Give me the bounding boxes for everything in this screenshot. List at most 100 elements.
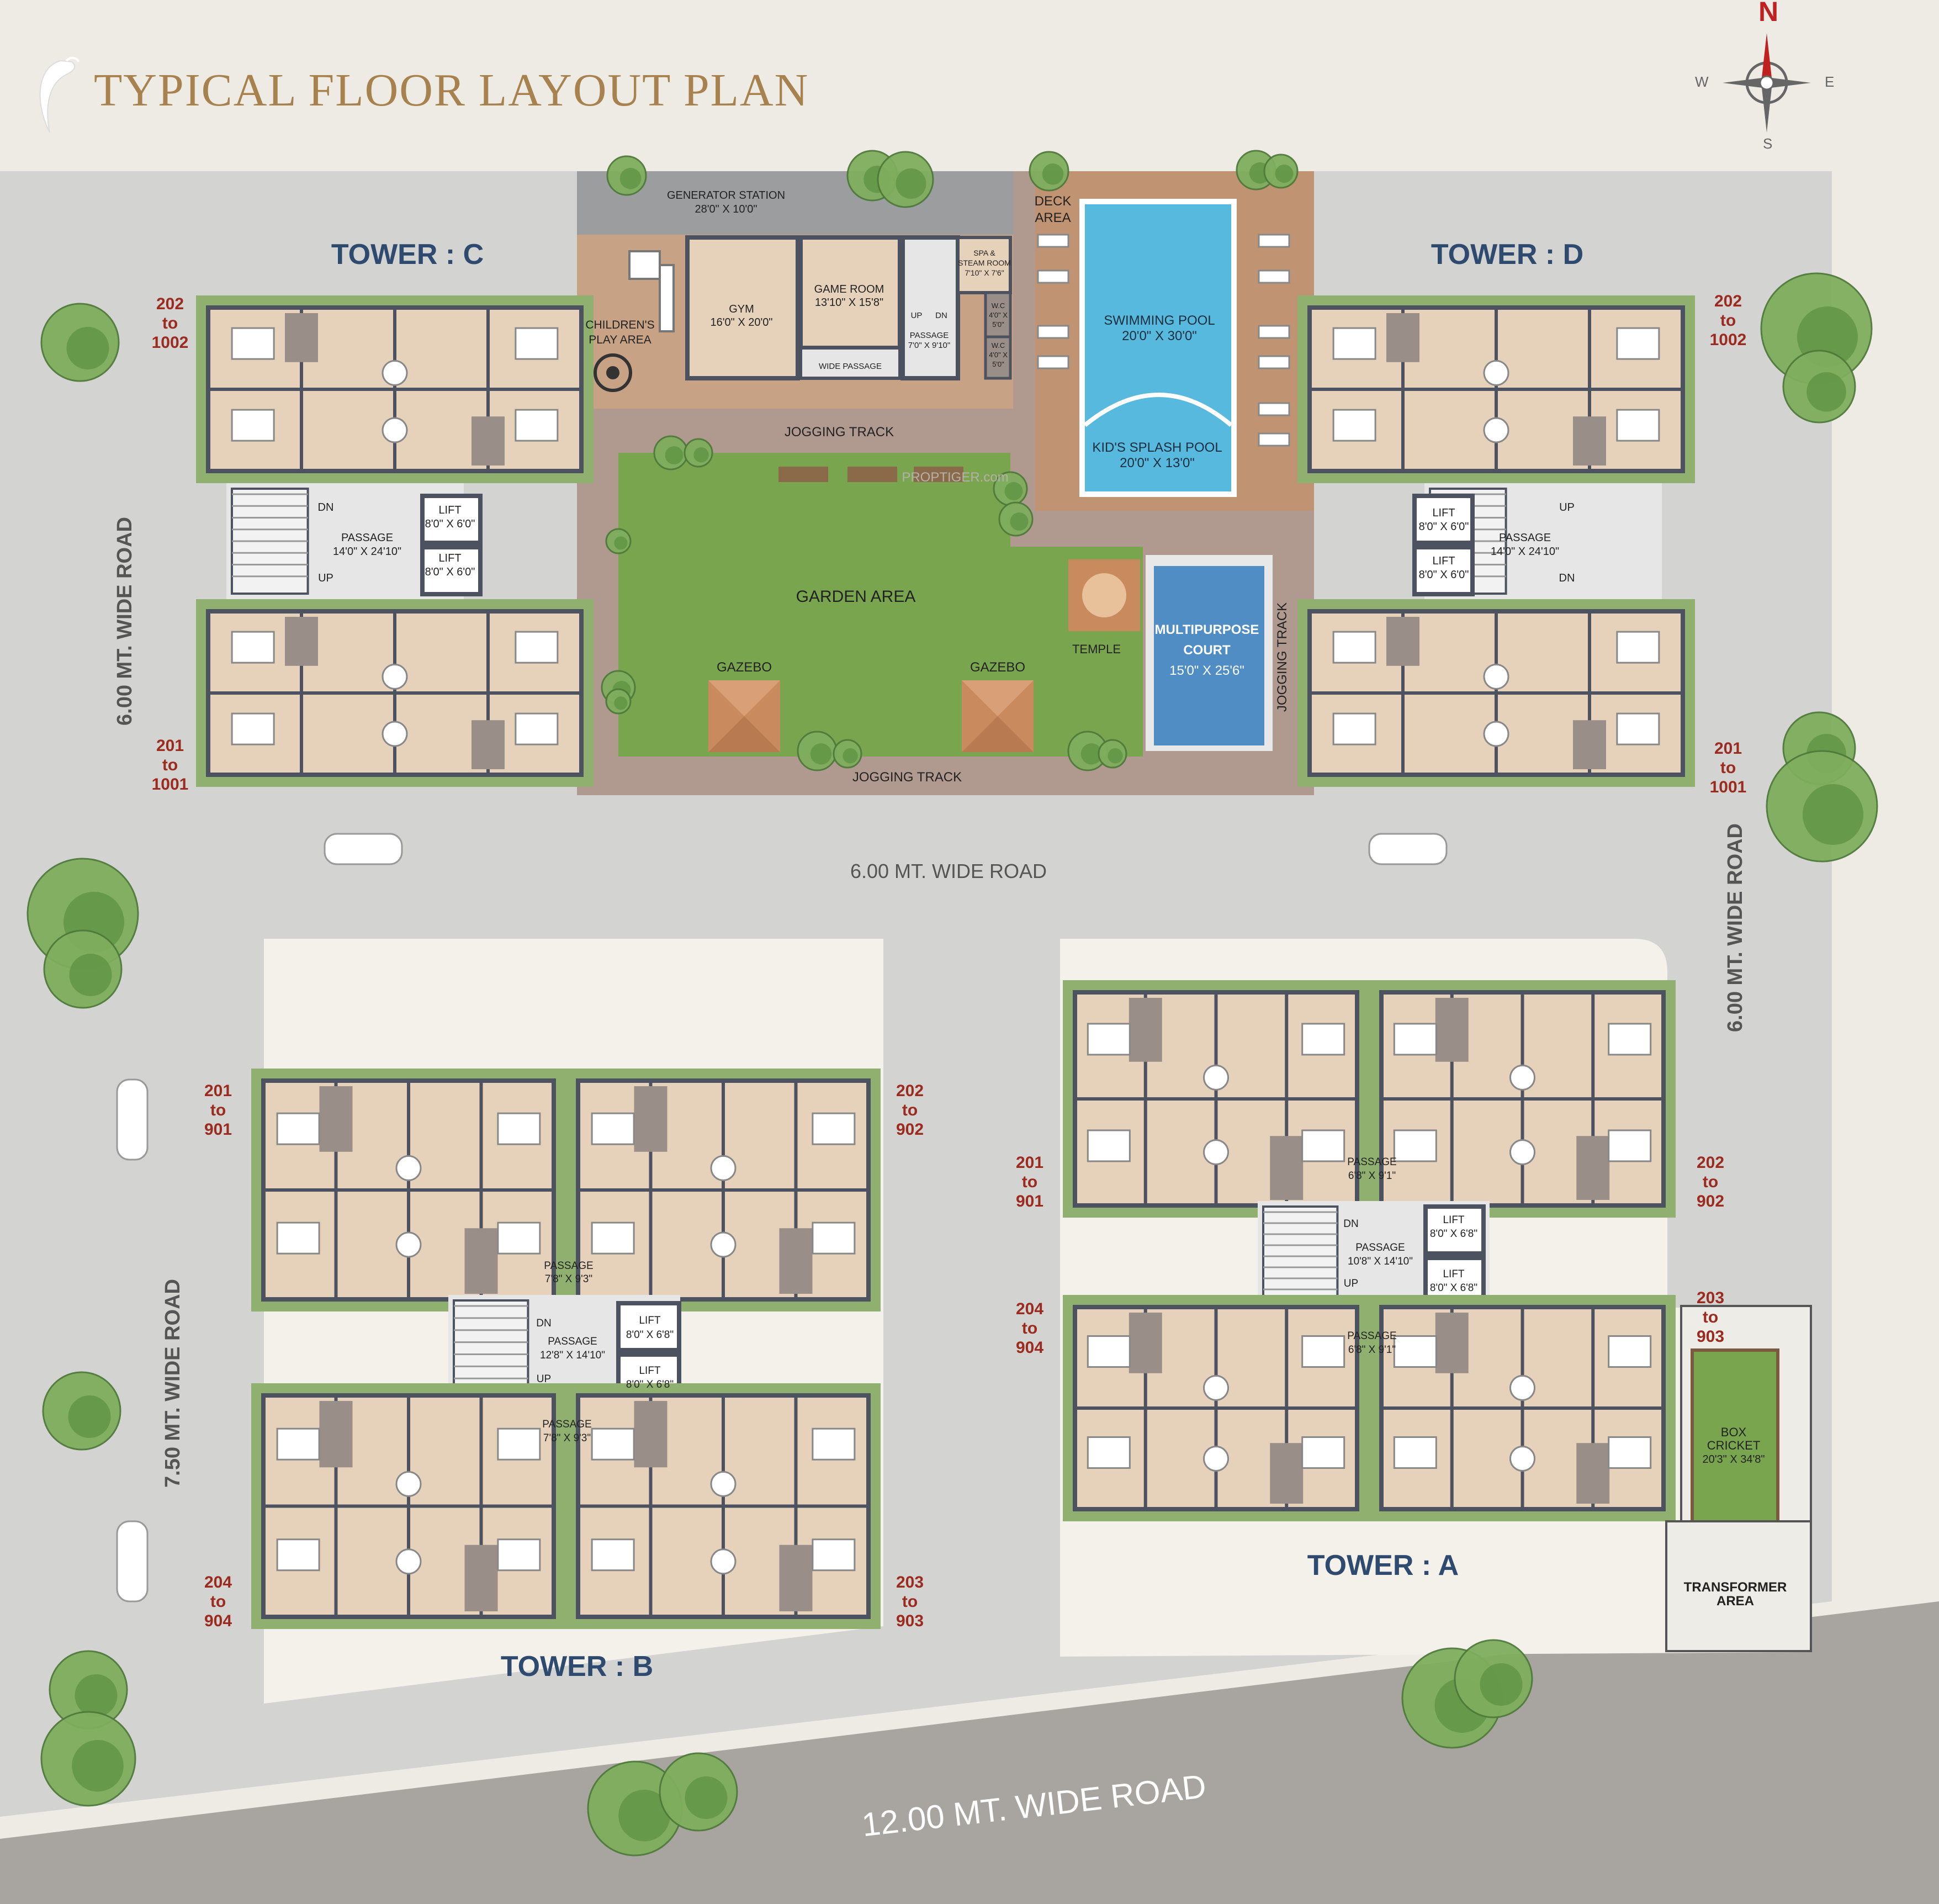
tower-b-lift-1 [616, 1301, 681, 1352]
tower-a-se-table [1509, 1374, 1535, 1401]
tower-d-up: UP [1559, 501, 1575, 514]
tower-c-south-bed [231, 631, 275, 664]
tower-c-lift-2 [420, 545, 483, 596]
unit-a-bl-3: 904 [1016, 1339, 1043, 1357]
tower-b-nw-toilet [464, 1228, 498, 1294]
tree-shade-13 [685, 1776, 728, 1819]
tower-b-lift2-size: 8'0" X 6'8" [626, 1379, 674, 1390]
compass-west: W [1695, 73, 1709, 90]
tower-d-north-table [1483, 359, 1509, 386]
tower-a-nw-bed [1301, 1129, 1345, 1162]
box-cricket-area [1665, 1305, 1812, 1652]
gazebo-left [708, 680, 780, 752]
tower-b-se-bed [812, 1538, 856, 1572]
unit-c-bot-3: 1001 [152, 775, 189, 794]
tower-d-dn: DN [1559, 572, 1575, 584]
amenity-dn: DN [935, 311, 947, 320]
tower-a-lift2-label: LIFT [1443, 1268, 1464, 1280]
tower-d-south-toilet [1573, 720, 1606, 769]
box-cricket-label-1: BOX [1721, 1425, 1747, 1439]
unit-d-bot-1: 201 [1714, 739, 1742, 758]
tower-c-passage-size: 14'0" X 24'10" [333, 546, 401, 558]
tower-d-label: TOWER : D [1431, 239, 1583, 271]
generator-station [577, 171, 1013, 235]
tower-c-south-toilet [471, 720, 505, 769]
unit-b-tr-3: 902 [896, 1120, 924, 1139]
tower-d-lift1-label: LIFT [1432, 507, 1455, 519]
gym-size: 16'0" X 20'0" [710, 316, 772, 329]
watermark: PROPTIGER.com [902, 470, 1008, 485]
tower-d-core-labels: PASSAGE 14'0" X 24'10" LIFT 8'0" X 6'0" … [1419, 501, 1575, 584]
unit-a-br-3: 903 [1697, 1327, 1724, 1346]
tree-shade-20 [665, 446, 684, 464]
tower-c-south-bed [515, 712, 559, 745]
unit-a-tl-2: to [1022, 1173, 1037, 1191]
unit-b-tl-2: to [210, 1101, 226, 1119]
tower-a-passage-bot-label: PASSAGE [1347, 1330, 1396, 1342]
wide-passage [799, 346, 902, 380]
stair-core [900, 235, 960, 380]
tree-shade-3 [68, 1395, 111, 1438]
tower-a-se-toilet [1576, 1443, 1610, 1504]
tower-a-ne-toilet [1576, 1136, 1610, 1200]
unit-b-bl-1: 204 [204, 1573, 232, 1591]
tower-c-north-bed [515, 409, 559, 442]
swimming-pool [1079, 199, 1237, 497]
tower-a-se-bed [1393, 1335, 1437, 1368]
tower-c-lift1-label: LIFT [438, 504, 461, 516]
tower-a-lift1-size: 8'0" X 6'8" [1430, 1228, 1477, 1240]
court-label-2: COURT [1183, 643, 1231, 658]
tower-a-nw-bed [1087, 1023, 1131, 1056]
tower-b-se-bed [812, 1427, 856, 1461]
tower-c-south-bed [515, 631, 559, 664]
road-right-label: 6.00 MT. WIDE ROAD [1724, 823, 1747, 1032]
tower-a-nw-toilet [1129, 998, 1162, 1062]
tower-c-north-table [382, 417, 408, 443]
tower-d-south-toilet [1386, 617, 1419, 666]
tower-a-nw-toilet [1270, 1136, 1304, 1200]
jogging-track-bottom-label: JOGGING TRACK [852, 770, 962, 785]
garden-benches [778, 467, 963, 482]
tree-shade-16 [896, 168, 926, 199]
amenity-passage-label: PASSAGE [910, 331, 949, 340]
unit-b-tl-1: 201 [204, 1082, 232, 1100]
tree-shade-24 [614, 536, 628, 550]
tower-b-sw-bed [497, 1538, 541, 1572]
page-title: TYPICAL FLOOR LAYOUT PLAN [94, 65, 809, 116]
tower-c-north-table [382, 359, 408, 386]
unit-a-tr-1: 202 [1697, 1154, 1724, 1172]
tower-d-south-bed [1616, 712, 1660, 745]
tower-b-core-labels: PASSAGE 7'8" X 9'3" PASSAGE 12'8" X 14'1… [536, 1260, 674, 1444]
tower-d-north-toilet [1573, 416, 1606, 466]
unit-b-bl-2: to [210, 1593, 226, 1611]
tower-c-north-bed [231, 409, 275, 442]
tower-c-label: TOWER : C [331, 239, 484, 271]
tower-a-ne-bed [1393, 1023, 1437, 1056]
tower-b-lift2-label: LIFT [639, 1365, 660, 1377]
play-equipment [594, 250, 675, 392]
deck-chairs [1037, 234, 1290, 447]
tower-b-sw-toilet [319, 1401, 353, 1468]
tower-d-lift2-label: LIFT [1432, 555, 1455, 567]
tower-a-sw-bed [1087, 1335, 1131, 1368]
tree-shade-21 [693, 447, 709, 463]
unit-c-bot-1: 201 [156, 737, 184, 755]
tower-a-nw-bed [1087, 1129, 1131, 1162]
unit-d-top-2: to [1720, 311, 1736, 330]
gym-label: GYM [729, 303, 754, 315]
compass-north: N [1758, 0, 1779, 27]
labels: TOWER : C TOWER : D TOWER : B TOWER : A … [113, 189, 1787, 1843]
tower-b-sw-bed [276, 1538, 320, 1572]
tower-d-north-bed [1332, 327, 1376, 360]
tower-a-nw-table [1203, 1139, 1229, 1165]
tower-b-ne-toilet [634, 1086, 667, 1152]
tower-d-north-bed [1616, 409, 1660, 442]
tower-d-passage-size: 14'0" X 24'10" [1491, 546, 1559, 558]
unit-b-bl-3: 904 [204, 1612, 232, 1630]
tower-d-south-bed [1616, 631, 1660, 664]
tower-a-label: TOWER : A [1307, 1549, 1459, 1582]
tower-a-passage-bot-size: 6'8" X 9'1" [1348, 1344, 1396, 1356]
header: TYPICAL FLOOR LAYOUT PLAN [28, 33, 808, 144]
tower-b-label: TOWER : B [501, 1651, 653, 1683]
unit-a-tl-3: 901 [1016, 1192, 1043, 1210]
